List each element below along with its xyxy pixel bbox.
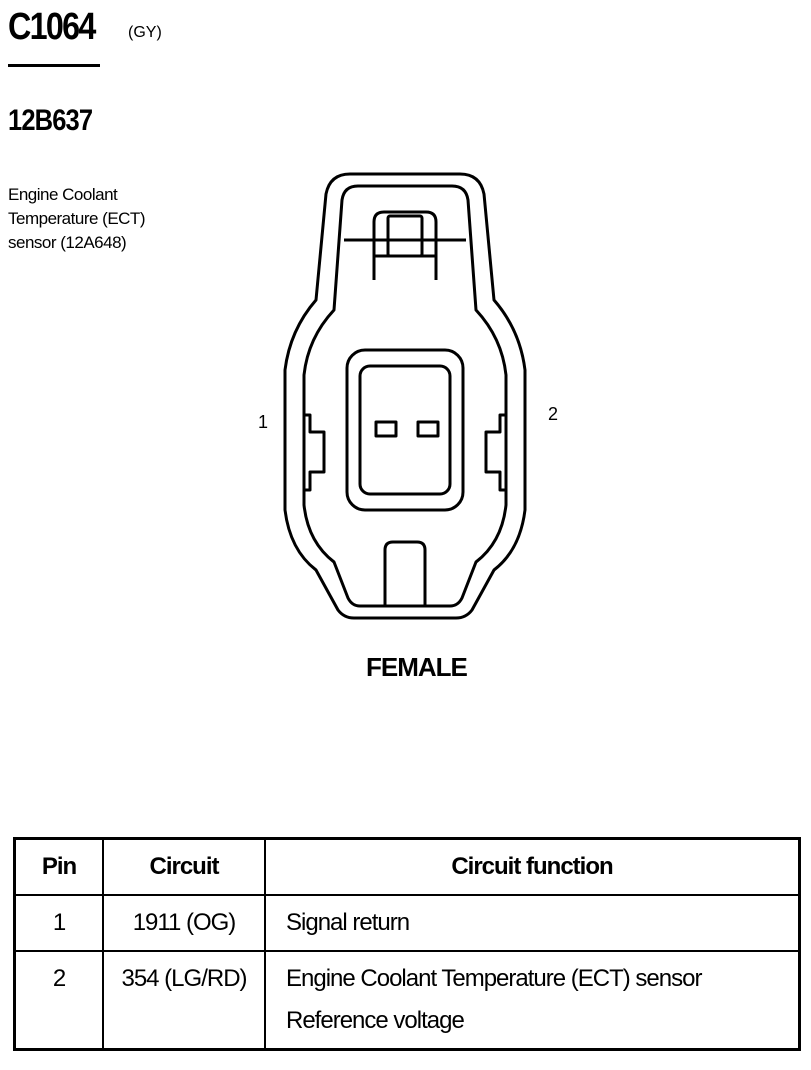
connector-id: C1064 [8,6,96,48]
pinout-table: Pin Circuit Circuit function 1 1911 (OG)… [13,837,801,1051]
terminal-2 [416,420,440,438]
connector-face-diagram [283,172,527,620]
cell-pin: 2 [13,950,104,1051]
table-row: 2 354 (LG/RD) Engine Coolant Temperature… [13,950,801,1051]
header-pin: Pin [13,837,104,896]
title-underline [8,64,100,67]
cell-circuit: 1911 (OG) [102,894,266,952]
latch [372,210,438,280]
bottom-key [383,540,427,606]
cell-pin: 1 [13,894,104,952]
left-notch [304,413,326,492]
header-circuit-function: Circuit function [264,837,801,896]
description-line: sensor (12A648) [8,233,127,252]
right-notch [484,413,506,492]
terminal-cavity-inner [358,364,452,496]
cell-function: Signal return [264,894,801,952]
housing-outline [283,172,527,620]
pin-2-label: 2 [548,404,559,424]
table-row: 1 1911 (OG) Signal return [13,894,801,952]
connector-gender: FEMALE [366,652,468,682]
terminal-cavity-outer [345,348,465,512]
description-line: Temperature (ECT) [8,209,145,228]
component-description: Engine Coolant Temperature (ECT) sensor … [8,183,168,255]
description-line: Engine Coolant [8,185,118,204]
latch-tab [386,214,424,258]
cell-circuit: 354 (LG/RD) [102,950,266,1051]
connector-color: (GY) [128,24,162,41]
table-header-row: Pin Circuit Circuit function [13,837,801,896]
pin-1-label: 1 [258,412,269,432]
part-number: 12B637 [8,104,93,137]
terminal-1 [374,420,398,438]
cell-function: Engine Coolant Temperature (ECT) sensor … [264,950,801,1051]
housing-inner-outline [302,184,508,608]
header-circuit: Circuit [102,837,266,896]
